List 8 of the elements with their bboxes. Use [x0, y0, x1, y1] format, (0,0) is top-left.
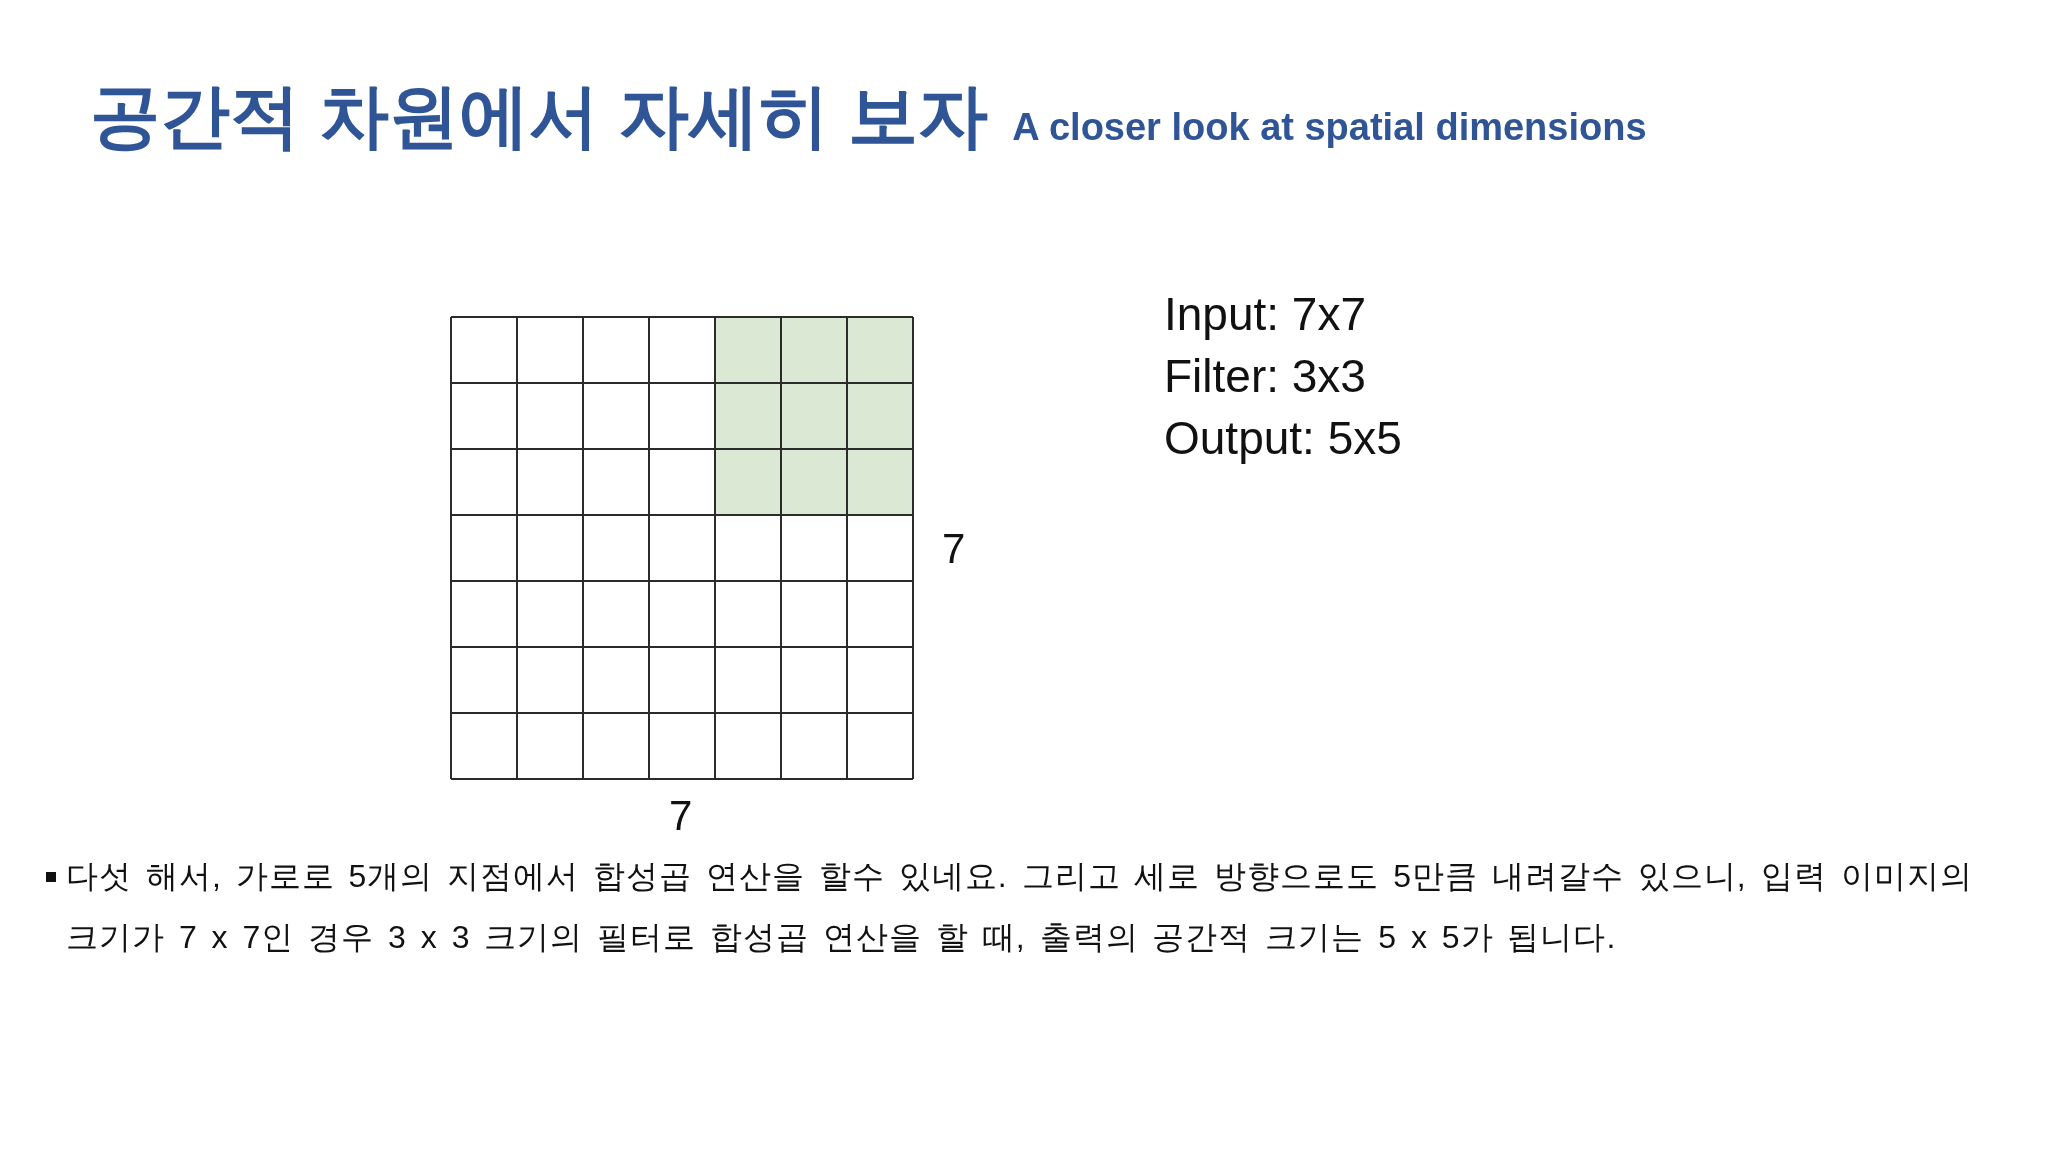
- slide-title: 공간적 차원에서 자세히 보자: [90, 76, 989, 157]
- dimension-label: 7: [669, 795, 693, 837]
- spec-text: Output: 5x5: [1164, 413, 1402, 464]
- spec-text: Input: 7x7: [1164, 289, 1367, 340]
- spec-text: Filter: 3x3: [1164, 351, 1366, 402]
- subtitle: A closer look at spatial dimensions: [1012, 106, 1647, 149]
- bullet-text: 다섯 해서, 가로로 5개의 지점에서 합성곱 연산을 할수 있네요. 그리고 세로 방향으로도 5만큼 내려갈수 있으니, 입력 이미지의 크기가 7 x 7인 경우 3 x 3 크기의 필터로 합성곱 연산을 할 때, 출력의 공간적 크기는 5 x 5가 됩니다.: [66, 857, 1974, 957]
- dimension-label: 7: [942, 528, 966, 570]
